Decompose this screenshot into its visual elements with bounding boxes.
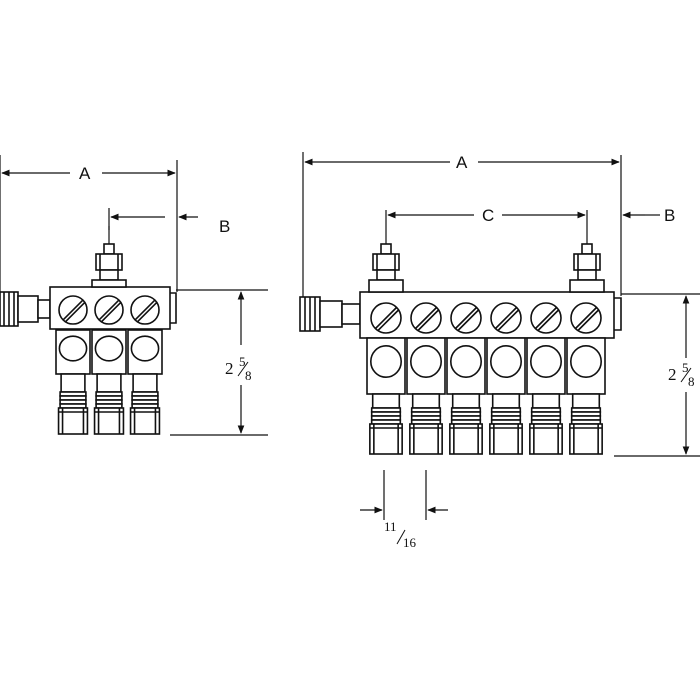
right-outlet-1 xyxy=(366,337,406,455)
left-height-num: 5 xyxy=(239,354,246,369)
right-outlet-row xyxy=(366,337,606,455)
left-screw-2 xyxy=(94,295,124,325)
right-screw-3 xyxy=(450,302,482,334)
left-outlet-2 xyxy=(91,329,127,435)
left-screw-row xyxy=(58,295,160,325)
right-screw-6 xyxy=(570,302,602,334)
right-screw-1 xyxy=(370,302,402,334)
right-height-num: 5 xyxy=(682,360,689,375)
left-outlet-1 xyxy=(55,329,91,435)
right-inlet-fitting xyxy=(299,296,361,332)
left-end-cap xyxy=(170,292,177,324)
right-manifold-assembly xyxy=(299,210,622,455)
left-outlet-row xyxy=(55,329,163,435)
right-pitch-num: 11 xyxy=(384,519,397,534)
right-dim-pitch-label: 11 16 xyxy=(384,519,417,550)
right-screw-4 xyxy=(490,302,522,334)
left-inlet-fitting xyxy=(0,291,51,327)
right-top-fitting-right xyxy=(569,210,605,293)
right-height-whole: 2 xyxy=(668,365,677,384)
left-screw-3 xyxy=(130,295,160,325)
left-screw-1 xyxy=(58,295,88,325)
left-dimensions xyxy=(0,155,268,436)
right-screw-row xyxy=(370,302,602,334)
right-height-den: 8 xyxy=(688,374,695,389)
right-top-fitting-left xyxy=(368,210,404,293)
right-pitch-den: 16 xyxy=(403,535,417,550)
right-outlet-3 xyxy=(446,337,486,455)
right-outlet-2 xyxy=(406,337,446,455)
left-manifold-assembly xyxy=(0,226,177,435)
right-outlet-4 xyxy=(486,337,526,455)
right-dim-height-label: 2 5 8 xyxy=(668,360,695,389)
right-end-cap xyxy=(614,297,622,331)
left-top-fitting xyxy=(91,226,127,288)
right-outlet-6 xyxy=(566,337,606,455)
right-dim-b-label: B xyxy=(664,206,675,225)
left-height-whole: 2 xyxy=(225,359,234,378)
left-dim-a-label: A xyxy=(79,164,91,183)
right-dim-a-label: A xyxy=(456,153,468,172)
right-screw-5 xyxy=(530,302,562,334)
left-outlet-3 xyxy=(127,329,163,435)
right-outlet-5 xyxy=(526,337,566,455)
left-height-den: 8 xyxy=(245,368,252,383)
right-dim-c-label: C xyxy=(482,206,494,225)
right-dimensions xyxy=(302,152,700,520)
right-screw-2 xyxy=(410,302,442,334)
left-dim-height-label: 2 5 8 xyxy=(225,354,252,383)
left-dim-b-label: B xyxy=(219,217,230,236)
